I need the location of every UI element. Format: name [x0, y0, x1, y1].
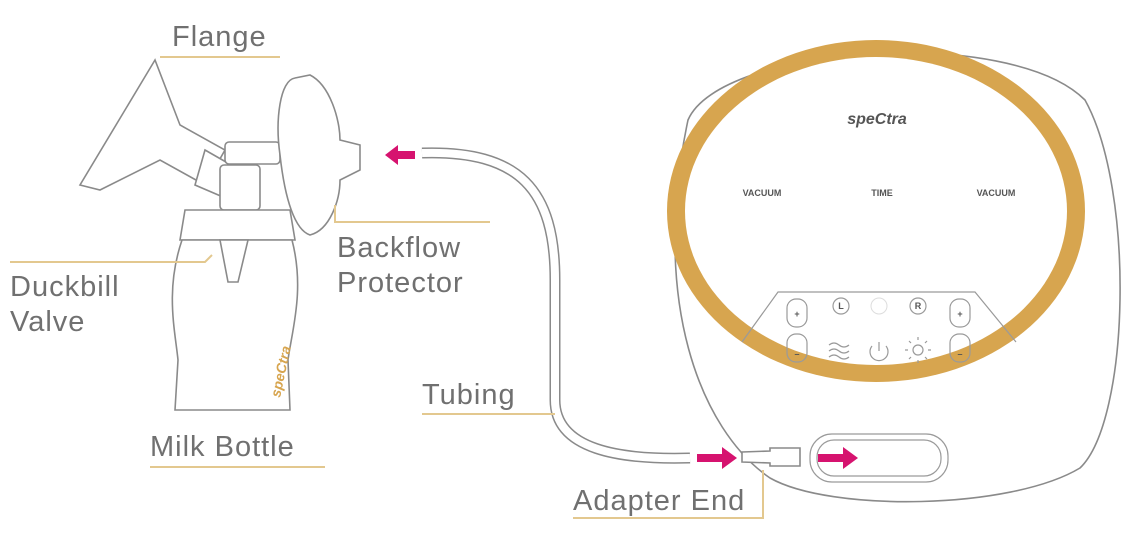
arrow-left-icon [385, 145, 415, 165]
arrow-right-icon [818, 447, 858, 469]
vacuum-left-plus-button[interactable] [786, 298, 808, 328]
valve-housing [219, 164, 261, 211]
backflow-leader [334, 205, 490, 223]
light-icon[interactable] [905, 337, 931, 363]
connector-port[interactable] [809, 433, 949, 483]
right-button[interactable] [909, 297, 927, 315]
vacuum-right-plus-button[interactable] [949, 298, 971, 328]
duckbill-valve [219, 239, 250, 283]
minus-icon: – [794, 349, 799, 359]
time-label: TIME [871, 188, 893, 198]
right-icon: R [915, 301, 922, 311]
minus-icon: – [957, 349, 962, 359]
vacuum-left-minus-button[interactable] [786, 333, 808, 363]
tubing-label: Tubing [422, 379, 516, 411]
breast-shield-assembly: speCtra [78, 58, 361, 411]
left-icon: L [838, 301, 844, 311]
milk-bottle-label: Milk Bottle [150, 431, 295, 463]
pump-unit: speCtra VACUUM TIME VACUUM + – + – L R [667, 40, 1121, 503]
tubing [421, 147, 801, 467]
cycle-button[interactable] [870, 297, 888, 315]
milk-bottle [171, 239, 299, 411]
flange-label: Flange [172, 21, 267, 53]
plus-icon: + [794, 309, 799, 319]
pump-display [685, 57, 1067, 365]
duckbill-label-line2: Valve [10, 306, 85, 338]
adapter-end [741, 447, 801, 467]
duckbill-leader [10, 254, 213, 263]
backflow-label-line1: Backflow [337, 232, 461, 264]
bottle-collar [179, 209, 296, 241]
left-button[interactable] [832, 297, 850, 315]
vacuum-right-label: VACUUM [977, 188, 1016, 198]
vacuum-right-minus-button[interactable] [949, 333, 971, 363]
duckbill-label-line1: Duckbill [10, 271, 120, 303]
backflow-label-line2: Protector [337, 267, 464, 299]
control-panel [741, 291, 1017, 343]
adapter-leader [573, 470, 764, 519]
pump-brand-logo: speCtra [847, 111, 907, 128]
plus-icon: + [957, 309, 962, 319]
adapter-end-label: Adapter End [573, 485, 745, 517]
flange [78, 58, 227, 191]
connector-port-inner [816, 439, 942, 477]
arrow-right-icon [697, 447, 737, 469]
connector [224, 141, 281, 165]
backflow-protector [277, 74, 361, 236]
power-icon[interactable] [869, 342, 889, 362]
massage-mode-icon[interactable] [828, 342, 850, 360]
vacuum-left-label: VACUUM [743, 188, 782, 198]
